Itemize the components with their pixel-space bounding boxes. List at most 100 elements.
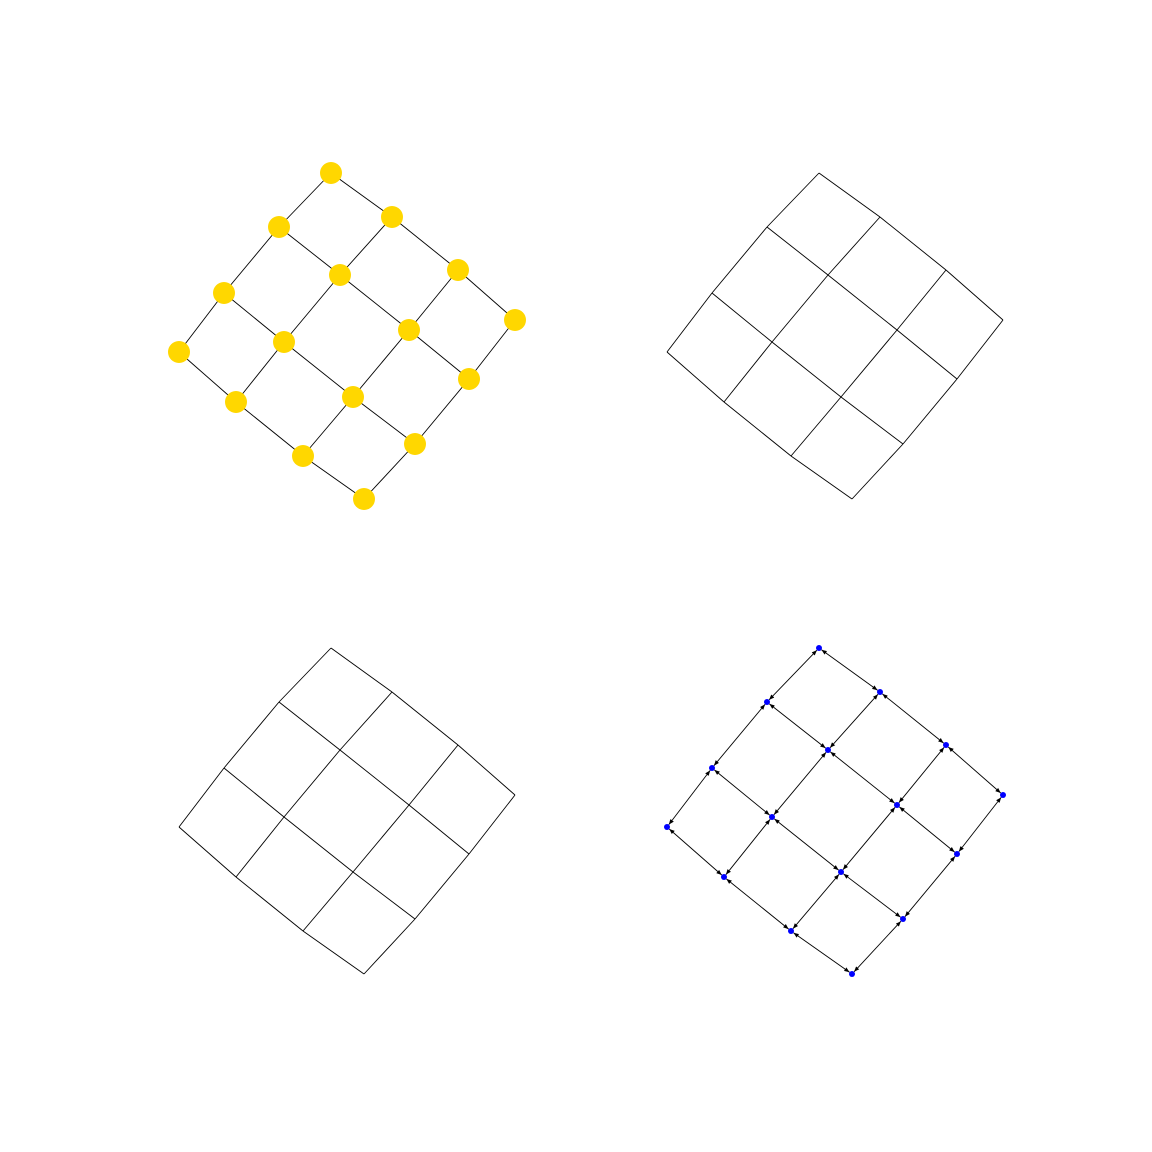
graph-node — [458, 368, 480, 390]
panel-bottom-right-graph — [664, 645, 1006, 977]
graph-edge — [330, 647, 393, 693]
graph-edge — [302, 871, 354, 932]
graph-edge — [235, 876, 304, 932]
graph-edge — [391, 691, 459, 746]
graph-edge — [904, 856, 956, 917]
graph-edge — [391, 216, 459, 271]
graph-edge — [668, 770, 711, 825]
graph-node — [664, 824, 670, 830]
graph-edge — [468, 794, 516, 855]
graph-node — [769, 814, 775, 820]
graph-edge — [902, 378, 958, 445]
graph-node — [943, 742, 949, 748]
graph-node — [353, 488, 375, 510]
graph-edge — [339, 691, 393, 751]
graph-edge — [898, 747, 945, 803]
graph-edge — [352, 396, 416, 445]
graph-node — [381, 206, 403, 228]
graph-edge — [363, 443, 416, 500]
graph-edge — [713, 704, 766, 766]
graph-edge — [840, 396, 904, 445]
graph-node — [292, 445, 314, 467]
graph-edge — [283, 816, 354, 873]
graph-edge — [714, 769, 770, 816]
graph-edge — [818, 172, 881, 218]
graph-edge — [851, 443, 904, 500]
graph-edge — [235, 341, 285, 403]
panel-top-right-graph — [666, 172, 1004, 500]
graph-edge — [408, 744, 459, 806]
graph-node — [900, 916, 906, 922]
graph-node — [447, 259, 469, 281]
graph-edge — [726, 878, 789, 930]
graph-edge — [668, 828, 723, 876]
graph-edge — [414, 853, 470, 920]
graph-edge — [829, 693, 879, 749]
graph-edge — [468, 319, 516, 380]
graph-edge — [235, 816, 285, 878]
graph-edge — [302, 930, 365, 975]
graph-node — [268, 216, 290, 238]
graph-edge — [352, 871, 416, 920]
graph-edge — [896, 269, 947, 331]
graph-edge — [363, 918, 416, 975]
graph-edge — [711, 226, 768, 294]
graph-edge — [339, 749, 410, 806]
graph-edge — [769, 703, 826, 749]
graph-edge — [408, 804, 470, 855]
graph-edge — [666, 292, 713, 353]
graph-edge — [842, 807, 896, 870]
graph-edge — [827, 274, 898, 331]
graph-edge — [768, 649, 818, 701]
graph-edge — [821, 649, 878, 691]
graph-edge — [790, 455, 853, 500]
graph-edge — [793, 932, 850, 973]
graph-node — [168, 341, 190, 363]
graph-edge — [283, 274, 341, 343]
graph-edge — [723, 401, 792, 457]
graph-edge — [725, 819, 771, 875]
graph-edge — [457, 744, 516, 796]
graph-edge — [853, 920, 902, 973]
panel-top-left-graph — [168, 162, 526, 510]
graph-node — [721, 874, 727, 880]
graph-edge — [773, 752, 827, 815]
graph-edge — [414, 378, 470, 445]
graph-node — [709, 765, 715, 771]
graph-edge — [302, 396, 354, 457]
graph-node — [954, 851, 960, 857]
graph-node — [849, 971, 855, 977]
graph-edge — [879, 216, 947, 271]
graph-node — [213, 282, 235, 304]
graph-node — [816, 645, 822, 651]
graph-edge — [882, 693, 944, 744]
graph-edge — [827, 216, 881, 276]
graph-edge — [302, 455, 365, 500]
graph-edge — [766, 172, 820, 228]
graph-edge — [235, 401, 304, 457]
graph-node — [788, 928, 794, 934]
graph-edge — [766, 226, 829, 276]
graph-node — [764, 699, 770, 705]
graph-edge — [956, 319, 1004, 380]
graph-node — [273, 331, 295, 353]
graph-edge — [666, 351, 725, 403]
graph-edge — [352, 804, 410, 873]
graph-edge — [178, 351, 237, 403]
graph-edge — [278, 226, 341, 276]
graph-edge — [223, 292, 285, 343]
graph-node — [838, 869, 844, 875]
graph-edge — [896, 329, 958, 380]
graph-edge — [223, 767, 285, 818]
graph-node — [398, 319, 420, 341]
graph-edge — [792, 873, 840, 930]
graph-edge — [723, 341, 773, 403]
graph-edge — [711, 292, 773, 343]
graph-node — [825, 747, 831, 753]
graph-node — [504, 309, 526, 331]
graph-edge — [408, 269, 459, 331]
graph-edge — [178, 292, 225, 353]
graph-edge — [830, 751, 895, 804]
graph-edge — [771, 341, 842, 398]
